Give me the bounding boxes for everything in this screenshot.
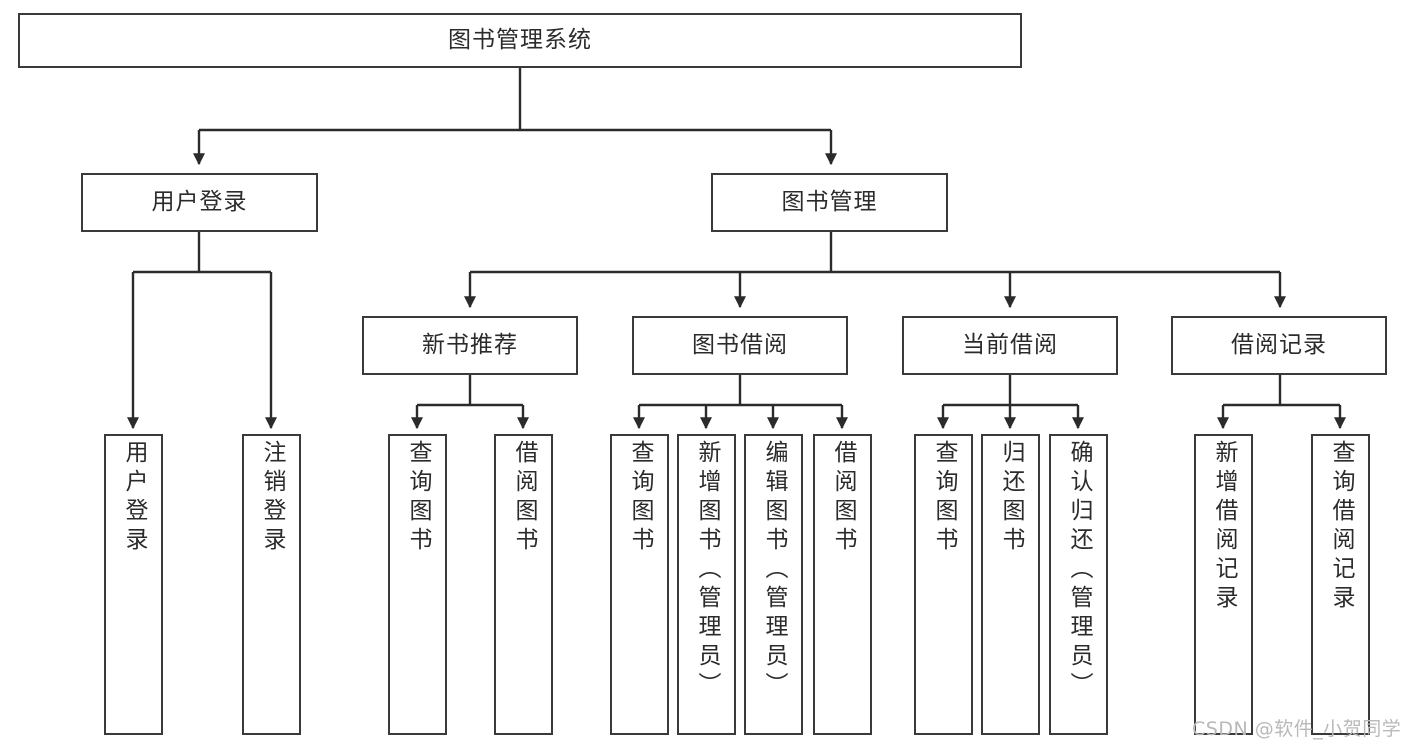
node-user-login[interactable]: 用户登录 [81, 173, 318, 232]
node-label: 确认归还（管理员） [1066, 440, 1092, 701]
node-leaf-confirm-return[interactable]: 确认归还（管理员） [1049, 434, 1108, 735]
node-leaf-user-login[interactable]: 用户登录 [104, 434, 163, 735]
node-borrow-record[interactable]: 借阅记录 [1171, 316, 1387, 375]
node-label: 查询图书 [627, 440, 653, 556]
node-current-borrow[interactable]: 当前借阅 [902, 316, 1118, 375]
node-new-book-recommend[interactable]: 新书推荐 [362, 316, 578, 375]
node-leaf-query-book-1[interactable]: 查询图书 [388, 434, 447, 735]
node-label: 归还图书 [998, 440, 1024, 556]
node-book-borrow[interactable]: 图书借阅 [632, 316, 848, 375]
node-leaf-return-book[interactable]: 归还图书 [981, 434, 1040, 735]
node-leaf-borrow-book-2[interactable]: 借阅图书 [813, 434, 872, 735]
node-label: 查询图书 [931, 440, 957, 556]
node-label: 图书借阅 [692, 332, 788, 359]
node-label: 新增图书（管理员） [694, 440, 720, 701]
node-label: 图书管理系统 [448, 27, 592, 54]
node-leaf-edit-book[interactable]: 编辑图书（管理员） [744, 434, 803, 735]
node-label: 借阅图书 [830, 440, 856, 556]
node-root-system[interactable]: 图书管理系统 [18, 13, 1022, 68]
csdn-watermark: CSDN @软件_小贺同学 [1192, 718, 1402, 740]
node-label: 用户登录 [151, 189, 248, 216]
node-label: 查询图书 [405, 440, 431, 556]
node-label: 编辑图书（管理员） [761, 440, 787, 701]
node-label: 新增借阅记录 [1211, 440, 1237, 614]
node-leaf-query-record[interactable]: 查询借阅记录 [1311, 434, 1370, 735]
node-label: 借阅图书 [511, 440, 537, 556]
node-leaf-query-book-3[interactable]: 查询图书 [914, 434, 973, 735]
node-label: 新书推荐 [422, 332, 518, 359]
node-label: 查询借阅记录 [1328, 440, 1354, 614]
node-label: 用户登录 [121, 440, 147, 556]
node-leaf-borrow-book-1[interactable]: 借阅图书 [494, 434, 553, 735]
node-leaf-logout-login[interactable]: 注销登录 [242, 434, 301, 735]
node-label: 注销登录 [259, 440, 285, 556]
node-leaf-query-book-2[interactable]: 查询图书 [610, 434, 669, 735]
node-book-manage[interactable]: 图书管理 [711, 173, 948, 232]
node-label: 当前借阅 [962, 332, 1058, 359]
node-label: 图书管理 [781, 189, 878, 216]
node-label: 借阅记录 [1231, 332, 1327, 359]
node-leaf-add-book[interactable]: 新增图书（管理员） [677, 434, 736, 735]
node-leaf-add-record[interactable]: 新增借阅记录 [1194, 434, 1253, 735]
